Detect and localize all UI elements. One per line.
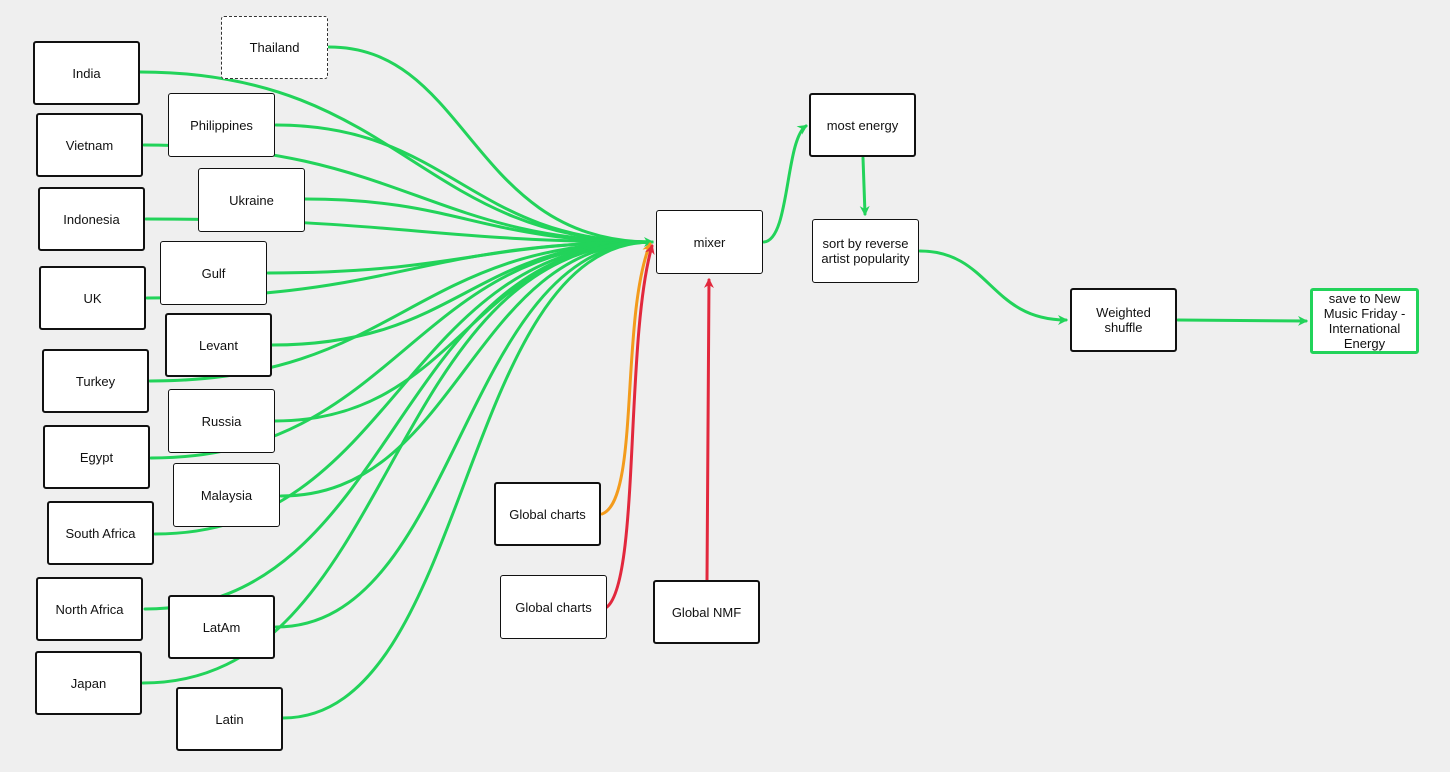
- edge-shuffle-save: [1176, 315, 1308, 326]
- node-mixer[interactable]: mixer: [656, 210, 763, 274]
- edge-sort-shuffle: [918, 249, 1068, 325]
- node-philippines[interactable]: Philippines: [168, 93, 275, 157]
- node-most-energy[interactable]: most energy: [809, 93, 916, 157]
- node-latam[interactable]: LatAm: [168, 595, 275, 659]
- edge-northafrica-mixer: [143, 240, 654, 611]
- edge-globalcharts2-mixer: [605, 244, 655, 609]
- node-south-africa[interactable]: South Africa: [47, 501, 154, 565]
- node-global-charts-2[interactable]: Global charts: [500, 575, 607, 639]
- node-indonesia[interactable]: Indonesia: [38, 187, 145, 251]
- node-levant[interactable]: Levant: [165, 313, 272, 377]
- node-russia[interactable]: Russia: [168, 389, 275, 453]
- edge-latam-mixer: [274, 240, 654, 629]
- node-north-africa[interactable]: North Africa: [36, 577, 143, 641]
- node-global-charts-1[interactable]: Global charts: [494, 482, 601, 546]
- edge-malaysia-mixer: [279, 240, 654, 498]
- node-weighted-shuffle[interactable]: Weighted shuffle: [1070, 288, 1177, 352]
- node-ukraine[interactable]: Ukraine: [198, 168, 305, 232]
- node-uk[interactable]: UK: [39, 266, 146, 330]
- node-gulf[interactable]: Gulf: [160, 241, 267, 305]
- edge-russia-mixer: [273, 240, 654, 423]
- node-sort-reverse-popularity[interactable]: sort by reverse artist popularity: [812, 219, 919, 283]
- edge-philippines-mixer: [274, 123, 654, 244]
- node-japan[interactable]: Japan: [35, 651, 142, 715]
- node-egypt[interactable]: Egypt: [43, 425, 150, 489]
- node-thailand[interactable]: Thailand: [221, 16, 328, 79]
- node-turkey[interactable]: Turkey: [42, 349, 149, 413]
- node-save-playlist[interactable]: save to New Music Friday - International…: [1310, 288, 1419, 354]
- node-india[interactable]: India: [33, 41, 140, 105]
- node-malaysia[interactable]: Malaysia: [173, 463, 280, 527]
- edge-globalcharts1-mixer: [600, 242, 652, 516]
- edge-mostenergy-sort: [859, 156, 870, 216]
- edge-mixer-mostenergy: [762, 124, 808, 244]
- edge-latin-mixer: [281, 237, 654, 720]
- edge-globalnmf-mixer: [703, 278, 714, 582]
- node-vietnam[interactable]: Vietnam: [36, 113, 143, 177]
- edge-thailand-mixer: [327, 45, 654, 244]
- node-latin[interactable]: Latin: [176, 687, 283, 751]
- node-global-nmf[interactable]: Global NMF: [653, 580, 760, 644]
